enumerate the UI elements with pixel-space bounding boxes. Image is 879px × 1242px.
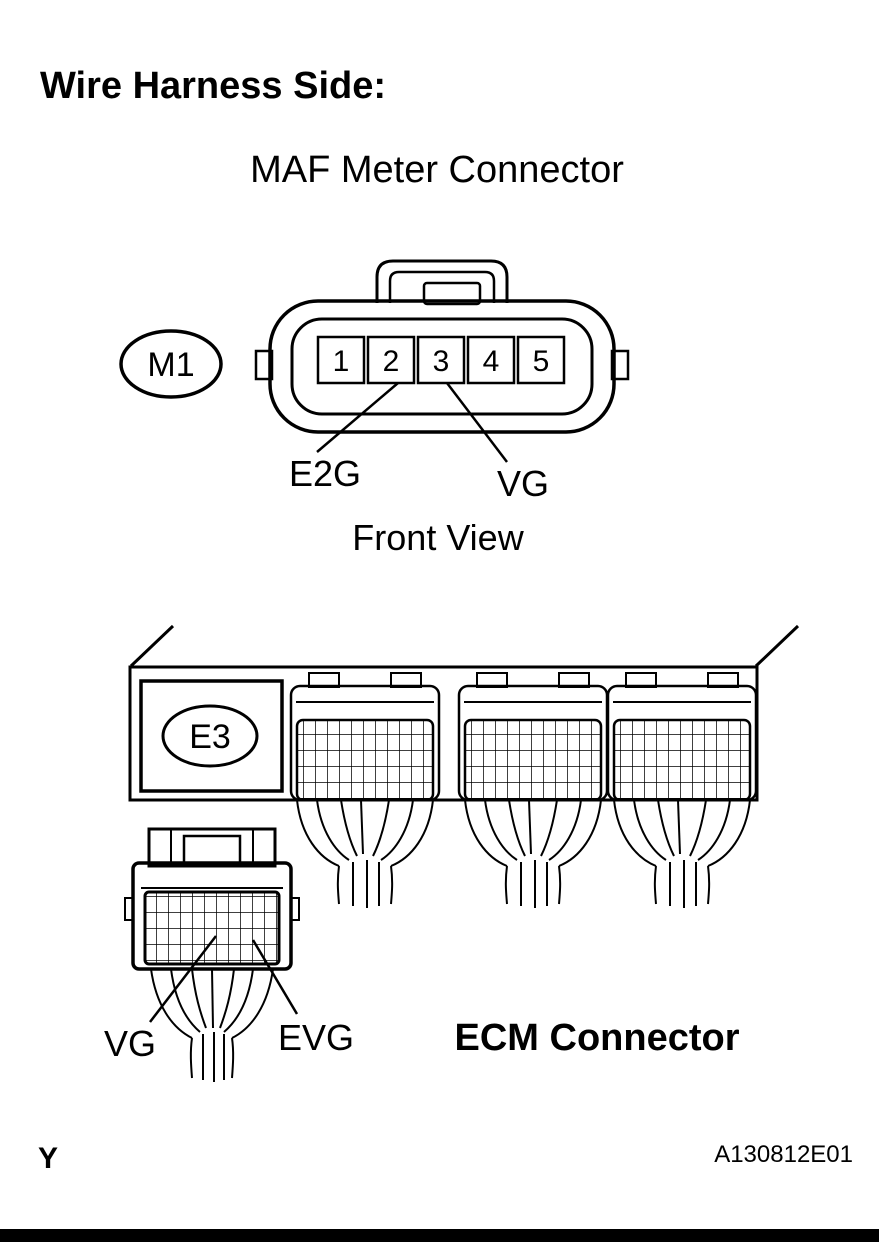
maf-leader-e2g: [316, 382, 399, 453]
page-title: Wire Harness Side:: [40, 65, 386, 107]
small-plug-top-latch: [147, 827, 277, 868]
maf-leader-vg: [446, 382, 508, 463]
ecm-small-plug: [124, 827, 300, 1082]
ecm-housing-top-right-edge: [754, 624, 800, 668]
maf-pin-5-number: 5: [533, 345, 550, 378]
maf-top-tab-outer: [375, 259, 509, 303]
maf-pin-1-number: 1: [333, 345, 350, 378]
maf-connector-figure: MAF Meter Connector 1 2 3 4 5 M1 E2G: [119, 149, 630, 558]
small-plug-wires: [150, 968, 274, 1082]
small-plug-nub-right: [290, 897, 300, 921]
maf-terminal-vg-label: VG: [497, 463, 549, 504]
ecm-connector-title: ECM Connector: [455, 1017, 740, 1059]
ecm-id-oval: [161, 704, 259, 768]
maf-pin-4-number: 4: [483, 345, 500, 378]
maf-side-latch-right: [610, 349, 630, 381]
maf-shell-outer: [268, 299, 616, 434]
ecm-housing-top-left-edge: [129, 624, 175, 668]
maf-pin-5-box: [516, 335, 566, 385]
footer-bar: [0, 1229, 879, 1242]
small-plug-top-latch-inner: [182, 834, 242, 868]
maf-terminal-e2g-label: E2G: [289, 453, 361, 494]
maf-top-tab-inner: [388, 270, 496, 303]
ecm-leader-evg: [251, 939, 299, 1015]
maf-shell-inner: [290, 317, 594, 416]
ecm-plug-3: [606, 671, 758, 910]
ecm-terminal-evg-label: EVG: [278, 1017, 354, 1058]
maf-pin-row: 1 2 3 4 5: [316, 335, 566, 385]
ecm-plug-2: [457, 671, 609, 910]
ecm-leader-vg: [149, 935, 217, 1023]
ecm-id-box: [139, 679, 284, 793]
maf-top-tab-latch: [422, 281, 482, 306]
maf-pin-3-number: 3: [433, 345, 450, 378]
ecm-terminal-vg-label: VG: [104, 1023, 156, 1064]
ecm-plug-1: [289, 671, 441, 910]
ecm-id-label: E3: [189, 718, 231, 756]
maf-pin-2-box: [366, 335, 416, 385]
small-plug-nub-left: [124, 897, 134, 921]
maf-id-label: M1: [147, 346, 194, 384]
maf-id-oval: [119, 329, 223, 399]
maf-pin-2-number: 2: [383, 345, 400, 378]
figure-code: A130812E01: [714, 1141, 853, 1168]
maf-connector-title: MAF Meter Connector: [250, 149, 624, 191]
maf-pin-4-box: [466, 335, 516, 385]
maf-side-latch-left: [254, 349, 274, 381]
maf-view-label: Front View: [352, 517, 524, 558]
maf-pin-3-box: [416, 335, 466, 385]
small-plug-pin-grid: [143, 890, 281, 966]
ecm-connector-figure: E3: [104, 624, 800, 1082]
page-letter: Y: [38, 1142, 58, 1175]
maf-pin-1-box: [316, 335, 366, 385]
